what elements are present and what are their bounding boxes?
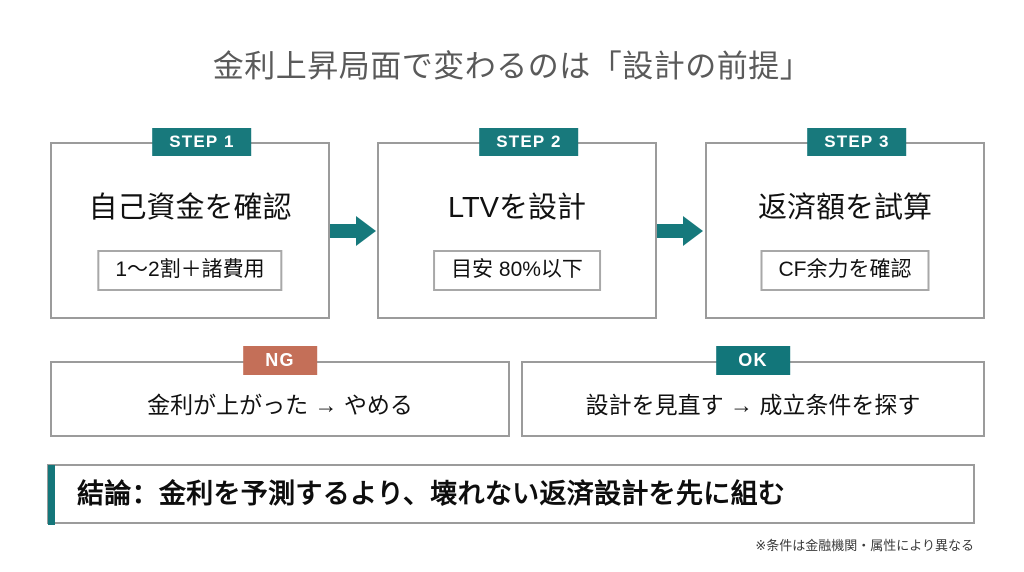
conclusion-banner: 結論：金利を予測するより、壊れない返済設計を先に組む bbox=[47, 464, 975, 525]
step-badge-3: STEP 3 bbox=[807, 128, 907, 156]
verdict-text-ng: 金利が上がった → やめる bbox=[147, 392, 413, 418]
step-card-3[interactable]: STEP 3 返済額を試算 CF余力を確認 bbox=[705, 128, 985, 319]
verdict-card-ng[interactable]: NG 金利が上がった → やめる bbox=[50, 346, 510, 437]
verdict-text-ok: 設計を見直す → 成立条件を探す bbox=[585, 392, 921, 418]
step-card-2[interactable]: STEP 2 LTVを設計 目安 80%以下 bbox=[377, 128, 657, 319]
status-badge-ng: NG bbox=[243, 346, 317, 375]
step-title-2: LTVを設計 bbox=[447, 192, 587, 224]
step-subnote-3: CF余力を確認 bbox=[760, 250, 930, 292]
arrow-step2-to-step3-icon bbox=[657, 214, 704, 248]
conclusion-accent-bar bbox=[48, 465, 55, 525]
conclusion-text: 結論：金利を予測するより、壊れない返済設計を先に組む bbox=[77, 478, 786, 509]
step-badge-1: STEP 1 bbox=[152, 128, 252, 156]
verdict-card-ok[interactable]: OK 設計を見直す → 成立条件を探す bbox=[521, 346, 985, 437]
arrow-step1-to-step2-icon bbox=[330, 214, 377, 248]
step-card-1[interactable]: STEP 1 自己資金を確認 1〜2割＋諸費用 bbox=[50, 128, 330, 319]
step-subnote-2: 目安 80%以下 bbox=[433, 250, 601, 292]
step-badge-2: STEP 2 bbox=[479, 128, 579, 156]
step-flow-row: STEP 1 自己資金を確認 1〜2割＋諸費用 STEP 2 LTVを設計 目安… bbox=[50, 128, 985, 319]
verdict-row: NG 金利が上がった → やめる OK 設計を見直す → 成立条件を探す bbox=[50, 346, 985, 437]
step-title-3: 返済額を試算 bbox=[757, 192, 932, 224]
step-title-1: 自己資金を確認 bbox=[88, 192, 292, 224]
step-subnote-1: 1〜2割＋諸費用 bbox=[97, 250, 283, 292]
page-title: 金利上昇局面で変わるのは「設計の前提」 bbox=[212, 49, 812, 84]
status-badge-ok: OK bbox=[716, 346, 790, 375]
footnote: ※条件は金融機関・属性により異なる bbox=[755, 538, 974, 553]
